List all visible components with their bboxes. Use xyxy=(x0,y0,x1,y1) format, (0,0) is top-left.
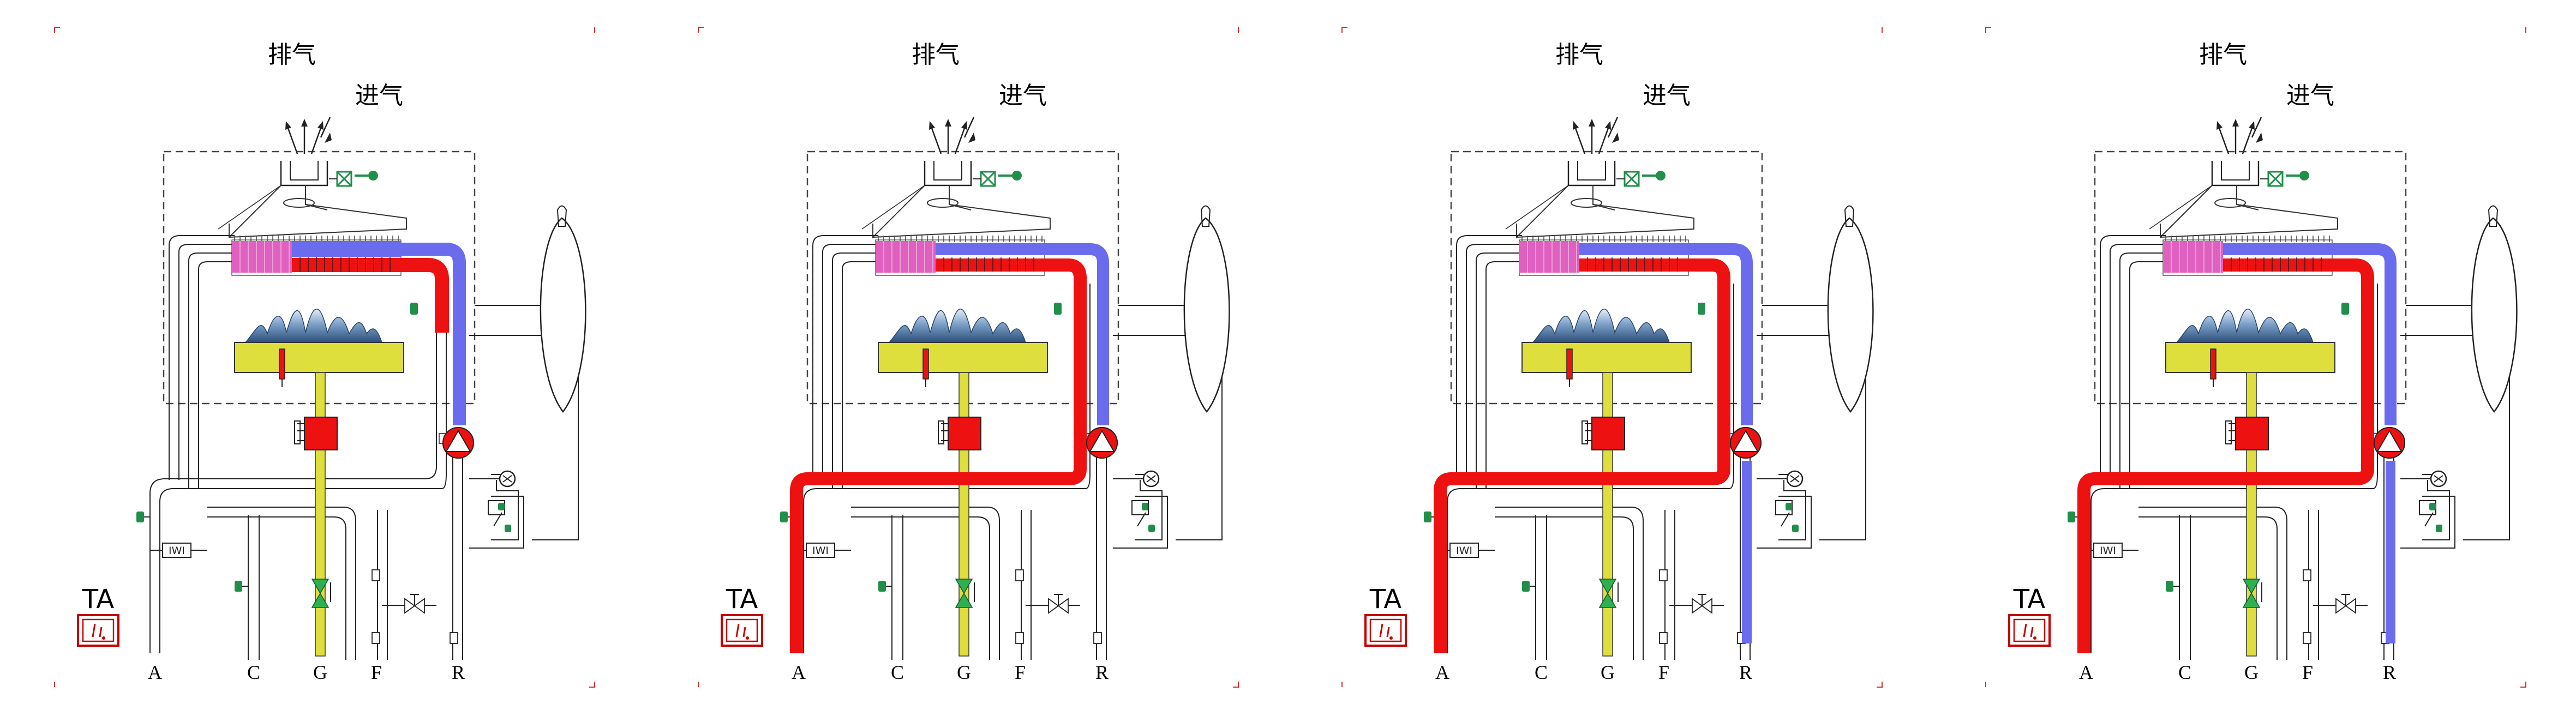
connector-f: F xyxy=(371,661,382,683)
panel-2 xyxy=(697,26,1239,688)
intake-label: 进气 xyxy=(1643,82,1691,110)
connector-g: G xyxy=(1601,661,1615,683)
connector-g: G xyxy=(313,661,327,683)
connector-r: R xyxy=(2383,661,2396,683)
connector-f: F xyxy=(1658,661,1669,683)
panel-1 xyxy=(53,26,596,688)
connector-c: C xyxy=(1535,661,1548,683)
connector-a: A xyxy=(1435,661,1449,683)
connector-f: F xyxy=(1015,661,1026,683)
connector-c: C xyxy=(2178,661,2191,683)
panel-3 xyxy=(1341,26,1883,688)
exhaust-label: 排气 xyxy=(2199,41,2247,69)
intake-label: 进气 xyxy=(2286,82,2334,110)
connector-g: G xyxy=(2244,661,2259,683)
intake-label: 进气 xyxy=(999,82,1047,110)
exhaust-label: 排气 xyxy=(268,41,316,69)
connector-a: A xyxy=(2079,661,2093,683)
ta-label: TA xyxy=(82,584,115,615)
connector-a: A xyxy=(148,661,162,683)
connector-c: C xyxy=(247,661,260,683)
connector-g: G xyxy=(957,661,971,683)
connector-r: R xyxy=(1739,661,1752,683)
exhaust-label: 排气 xyxy=(1555,41,1603,69)
panel-4 xyxy=(1985,26,2527,688)
panel-3-labels: 排气 进气 TA A C G F R xyxy=(1369,41,1752,683)
panel-2-labels: 排气 进气 TA A C G F R xyxy=(726,41,1109,683)
intake-label: 进气 xyxy=(355,82,403,110)
ta-label: TA xyxy=(726,584,758,615)
panel-4-labels: 排气 进气 TA A C G F R xyxy=(2013,41,2396,683)
connector-c: C xyxy=(891,661,904,683)
ta-label: TA xyxy=(2013,584,2046,615)
exhaust-label: 排气 xyxy=(912,41,960,69)
ta-label: TA xyxy=(1369,584,1402,615)
panel-1-labels: 排气 进气 TA A C G F R xyxy=(82,41,465,683)
connector-r: R xyxy=(1095,661,1109,683)
connector-r: R xyxy=(452,661,465,683)
connector-f: F xyxy=(2302,661,2313,683)
connector-a: A xyxy=(792,661,806,683)
